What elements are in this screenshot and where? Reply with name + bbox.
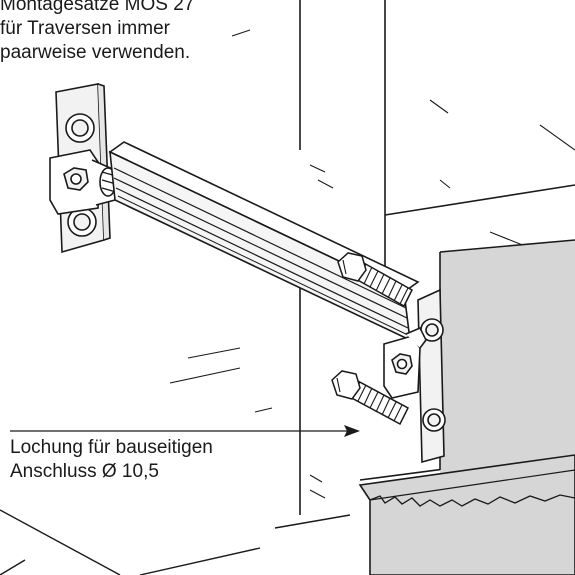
caption-line: paarweise verwenden. (0, 42, 191, 63)
caption-hole-note: Lochung für bauseitigen Anschluss Ø 10,5 (10, 436, 213, 484)
leader-line-top (231, 29, 251, 37)
traverse-channel (108, 141, 420, 342)
caption-line: Anschluss Ø 10,5 (10, 461, 159, 482)
floor-lines (0, 509, 351, 575)
concrete-slab (358, 454, 575, 575)
caption-line: für Traversen immer (0, 18, 170, 39)
bottom-threaded-bolt (331, 370, 409, 426)
caption-mounting-note: Montagesätze MOS 27 für Traversen immer … (0, 0, 194, 65)
leader-arrow-bottom (10, 425, 360, 437)
right-mounting-plate (417, 288, 446, 464)
top-threaded-bolt (337, 252, 413, 308)
caption-line: Lochung für bauseitigen (10, 437, 213, 458)
wall-hatch (169, 99, 575, 499)
caption-line: Montagesätze MOS 27 (0, 0, 195, 15)
right-bracket-clamp (383, 326, 427, 399)
